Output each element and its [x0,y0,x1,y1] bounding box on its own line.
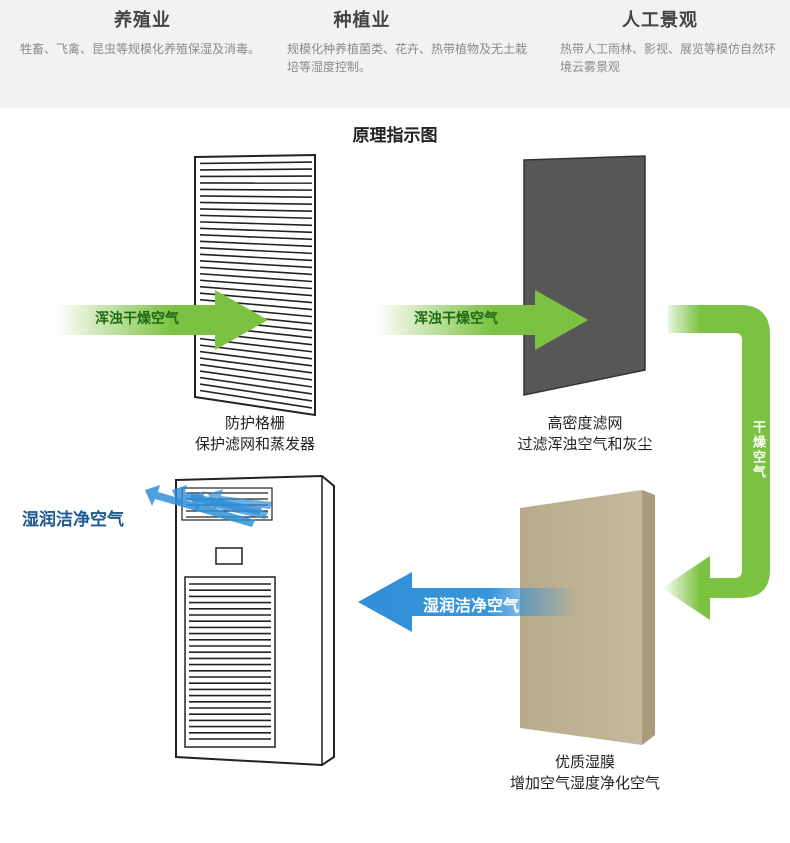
application-planting: 种植业 规模化种养植菌类、花卉、热带植物及无土栽培等湿度控制。 [287,6,527,76]
membrane-caption-desc: 增加空气湿度净化空气 [509,774,660,792]
filter-caption-desc: 过滤浑浊空气和灰尘 [517,435,653,453]
application-title: 种植业 [333,10,391,31]
dirty-air-label-1: 浑浊干燥空气 [95,311,179,327]
diagram-title: 原理指示图 [352,126,438,146]
clean-air-label: 湿润洁净空气 [423,596,520,615]
dry-air-label: 干燥空气 [750,420,765,480]
dirty-air-arrow-1 [55,290,268,350]
application-description: 规模化种养植菌类、花卉、热带植物及无土栽培等湿度控制。 [287,42,528,74]
application-description: 牲畜、飞禽、昆虫等规模化养殖保湿及消毒。 [20,42,261,56]
clean-air-arrow [358,572,578,632]
application-landscape: 人工景观 热带人工雨林、影视、展览等模仿自然环境云雾景观 [560,6,780,76]
protective-grille [194,153,316,417]
application-description: 热带人工雨林、影视、展览等模仿自然环境云雾景观 [560,42,777,74]
outlet-air-label: 湿润洁净空气 [22,510,124,530]
membrane-caption-name: 优质湿膜 [554,753,615,771]
grille-caption: 防护格栅 保护滤网和蒸发器 [160,413,350,455]
high-density-filter [523,155,646,396]
filter-caption: 高密度滤网 过滤浑浊空气和灰尘 [490,413,680,455]
membrane-caption: 优质湿膜 增加空气湿度净化空气 [480,752,690,794]
application-title: 人工景观 [622,10,698,31]
filter-caption-name: 高密度滤网 [547,414,623,432]
wet-membrane [520,490,655,745]
dirty-air-label-2: 浑浊干燥空气 [414,311,498,327]
outlet-air-wisps [145,485,272,527]
grille-caption-name: 防护格栅 [224,414,285,432]
application-band [0,0,790,108]
dry-air-curved-arrow [662,305,770,620]
application-breeding: 养殖业 牲畜、飞禽、昆虫等规模化养殖保湿及消毒。 [20,6,265,58]
application-title: 养殖业 [114,10,171,31]
air-conditioner-unit [175,474,335,767]
dirty-air-arrow-2 [375,290,588,350]
grille-caption-desc: 保护滤网和蒸发器 [194,435,315,453]
